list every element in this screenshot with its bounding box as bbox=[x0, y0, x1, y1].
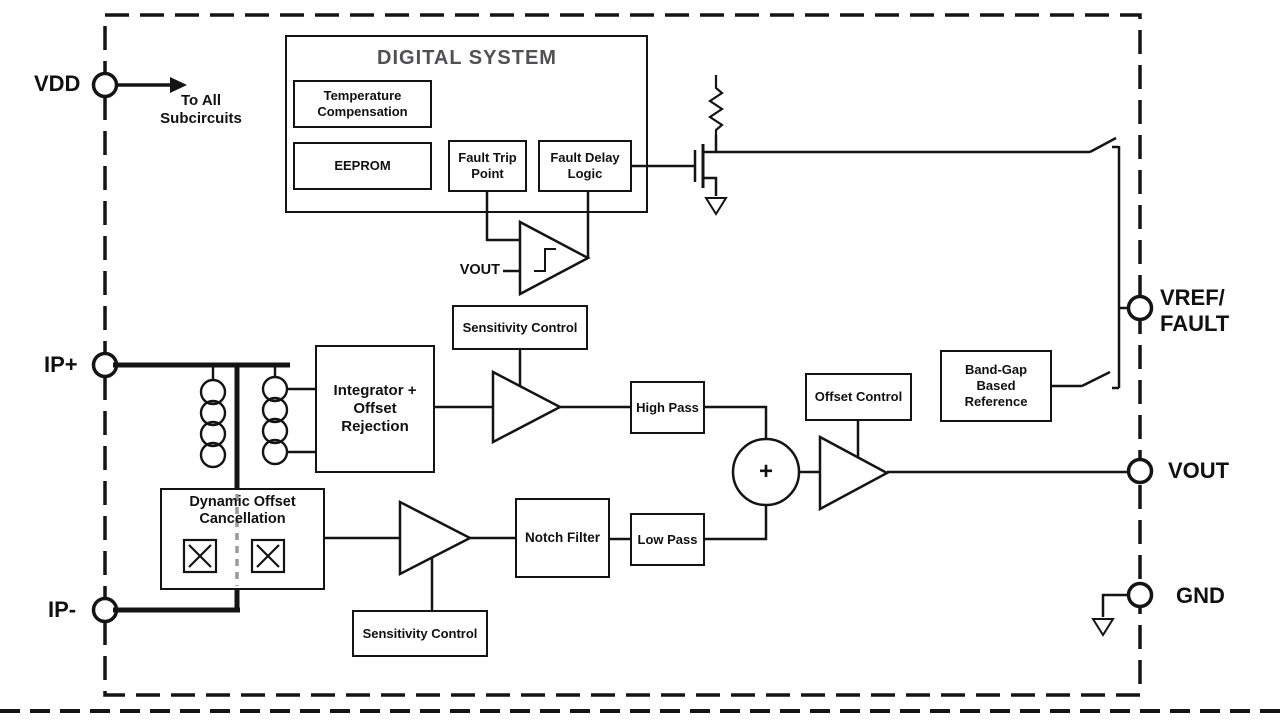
vdd-pin-label: VDD bbox=[34, 71, 81, 96]
band-gap-reference-box: Band-Gap Based Reference bbox=[940, 350, 1052, 422]
dynamic-offset-cancellation-title: Dynamic Offset Cancellation bbox=[189, 494, 296, 528]
notch-filter-box: Notch Filter bbox=[515, 498, 610, 578]
ip-plus-pin-label: IP+ bbox=[44, 352, 78, 377]
chopper-amplifier-icon bbox=[398, 499, 473, 577]
temperature-compensation-box: Temperature Compensation bbox=[293, 80, 432, 128]
chopper-mixer-icon bbox=[182, 538, 218, 574]
to-all-subcircuits-label: To All Subcircuits bbox=[160, 92, 242, 127]
fault-mosfet-icon bbox=[693, 135, 718, 196]
offset-control-box: Offset Control bbox=[805, 373, 912, 421]
gnd-pin bbox=[1126, 581, 1154, 609]
mosfet-ground-icon bbox=[704, 197, 728, 216]
high-pass-box: High Pass bbox=[630, 381, 705, 434]
vref-fault-pin bbox=[1126, 294, 1154, 322]
vref-fault-pin-label: VREF/ FAULT bbox=[1160, 285, 1230, 337]
sense-coil-icon bbox=[261, 365, 315, 466]
digital-system-title: DIGITAL SYSTEM bbox=[377, 47, 557, 69]
digital-system-box bbox=[285, 35, 648, 213]
fault-delay-logic-box: Fault Delay Logic bbox=[538, 140, 632, 192]
vout-pin-label: VOUT bbox=[1168, 458, 1230, 483]
eeprom-box: EEPROM bbox=[293, 142, 432, 190]
vdd-pin bbox=[91, 71, 119, 99]
sensitivity-control-upper-box: Sensitivity Control bbox=[452, 305, 588, 350]
gnd-pin-label: GND bbox=[1176, 583, 1225, 608]
low-pass-box: Low Pass bbox=[630, 513, 705, 566]
fault-comparator-icon bbox=[518, 219, 591, 297]
integrator-offset-rejection-box: Integrator + Offset Rejection bbox=[315, 345, 435, 473]
sensitivity-control-lower-box: Sensitivity Control bbox=[352, 610, 488, 657]
comparator-input-label: VOUT bbox=[459, 262, 500, 278]
chopper-mixer-icon bbox=[250, 538, 286, 574]
fault-switch-icon bbox=[1089, 136, 1117, 154]
front-end-amplifier-icon bbox=[491, 369, 563, 445]
primary-coil-icon bbox=[199, 365, 227, 469]
vref-switch-icon bbox=[1081, 370, 1111, 388]
output-amplifier-icon bbox=[818, 434, 890, 512]
signal-wires bbox=[325, 145, 1129, 610]
ip-minus-pin-label: IP- bbox=[48, 597, 77, 622]
pullup-resistor-icon bbox=[708, 75, 724, 135]
fault-trip-point-box: Fault Trip Point bbox=[448, 140, 527, 192]
summing-node-icon bbox=[731, 437, 801, 507]
primary-conductor bbox=[113, 362, 290, 613]
vout-pin bbox=[1126, 457, 1154, 485]
to-all-subcircuits-arrow-icon bbox=[118, 77, 187, 93]
gnd-symbol-icon bbox=[1091, 593, 1129, 637]
dynamic-offset-cancellation-box bbox=[160, 488, 325, 590]
summing-plus-label: + bbox=[758, 457, 773, 485]
